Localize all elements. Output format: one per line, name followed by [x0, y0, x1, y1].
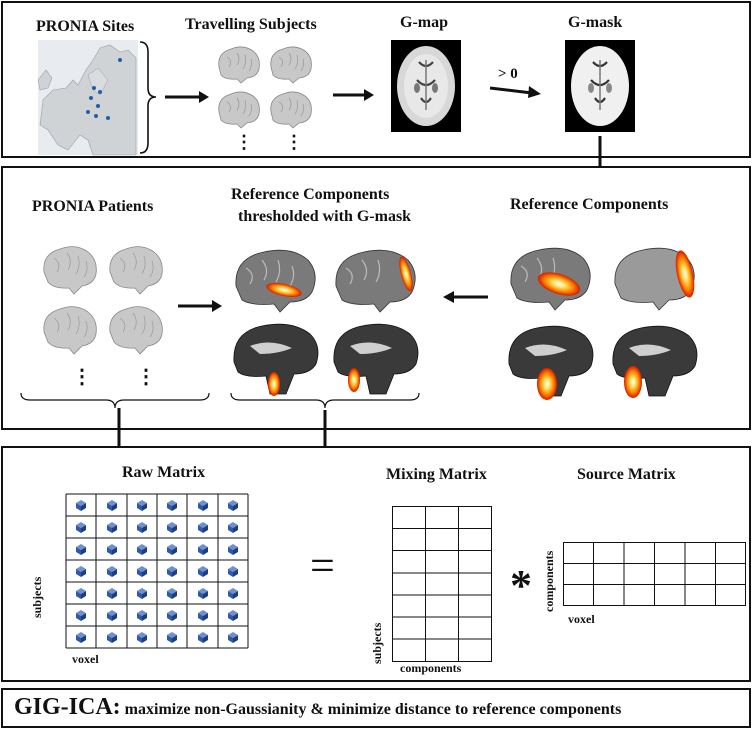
mixing-matrix-title: Mixing Matrix: [386, 466, 487, 483]
site-marker: [96, 104, 100, 108]
source-matrix-title: Source Matrix: [577, 466, 676, 483]
thresholded-title-line1: Reference Components: [231, 186, 390, 203]
patients-brace: [20, 392, 210, 409]
site-marker: [106, 116, 110, 120]
thresholded-components-images: [233, 249, 419, 396]
thresholded-title-line2: thresholded with G-mask: [238, 208, 412, 225]
site-marker: [89, 96, 93, 100]
mixing-matrix-grid: [392, 506, 492, 662]
patients-ellipsis-left: ⋮: [72, 366, 92, 388]
right-brace: [139, 41, 157, 154]
site-marker: [86, 110, 90, 114]
arrow-right: [178, 300, 222, 312]
footer-banner: [1, 688, 751, 728]
site-marker: [94, 114, 98, 118]
europe-map: [37, 40, 138, 156]
site-marker: [98, 90, 102, 94]
source-matrix-grid: [563, 542, 746, 606]
patients-ellipsis-right: ⋮: [136, 366, 156, 388]
mixing-ylabel: subjects: [370, 622, 384, 664]
travelling-subjects-title: Travelling Subjects: [185, 16, 317, 33]
travelling-ellipsis-right: ⋮: [285, 132, 303, 152]
raw-matrix-title: Raw Matrix: [122, 464, 206, 481]
arrow-right: [165, 91, 209, 103]
gmap-title: G-map: [400, 14, 448, 31]
gmask-image: [565, 40, 635, 132]
multiply-symbol: *: [510, 561, 532, 610]
gmap-image: [391, 40, 461, 132]
travelling-ellipsis-left: ⋮: [235, 132, 253, 152]
site-marker: [118, 58, 122, 62]
mixing-xlabel: components: [400, 661, 462, 675]
raw-matrix-grid: [65, 493, 249, 649]
travelling-brains: [218, 46, 312, 129]
method-name: GIG-ICA:: [14, 694, 121, 720]
gmask-title: G-mask: [568, 14, 623, 31]
raw-ylabel: subjects: [30, 576, 44, 618]
method-description: maximize non-Gaussianity & minimize dist…: [124, 701, 622, 718]
patient-brains: [43, 246, 163, 355]
threshold-label: > 0: [498, 66, 518, 82]
equals-symbol: =: [310, 541, 335, 590]
footer-text: GIG-ICA: maximize non-Gaussianity & mini…: [14, 694, 621, 721]
arrow-left: [443, 291, 488, 303]
pronia-sites-title: PRONIA Sites: [36, 18, 135, 35]
raw-xlabel: voxel: [72, 652, 99, 666]
source-ylabel: components: [542, 550, 556, 612]
pronia-patients-title: PRONIA Patients: [32, 198, 154, 215]
reference-components-images: [508, 247, 698, 400]
components-brace: [230, 392, 420, 409]
threshold-arrow: [489, 86, 541, 98]
arrow-right: [333, 89, 374, 101]
source-xlabel: voxel: [568, 612, 595, 626]
site-marker: [92, 86, 96, 90]
reference-components-title: Reference Components: [510, 196, 669, 213]
